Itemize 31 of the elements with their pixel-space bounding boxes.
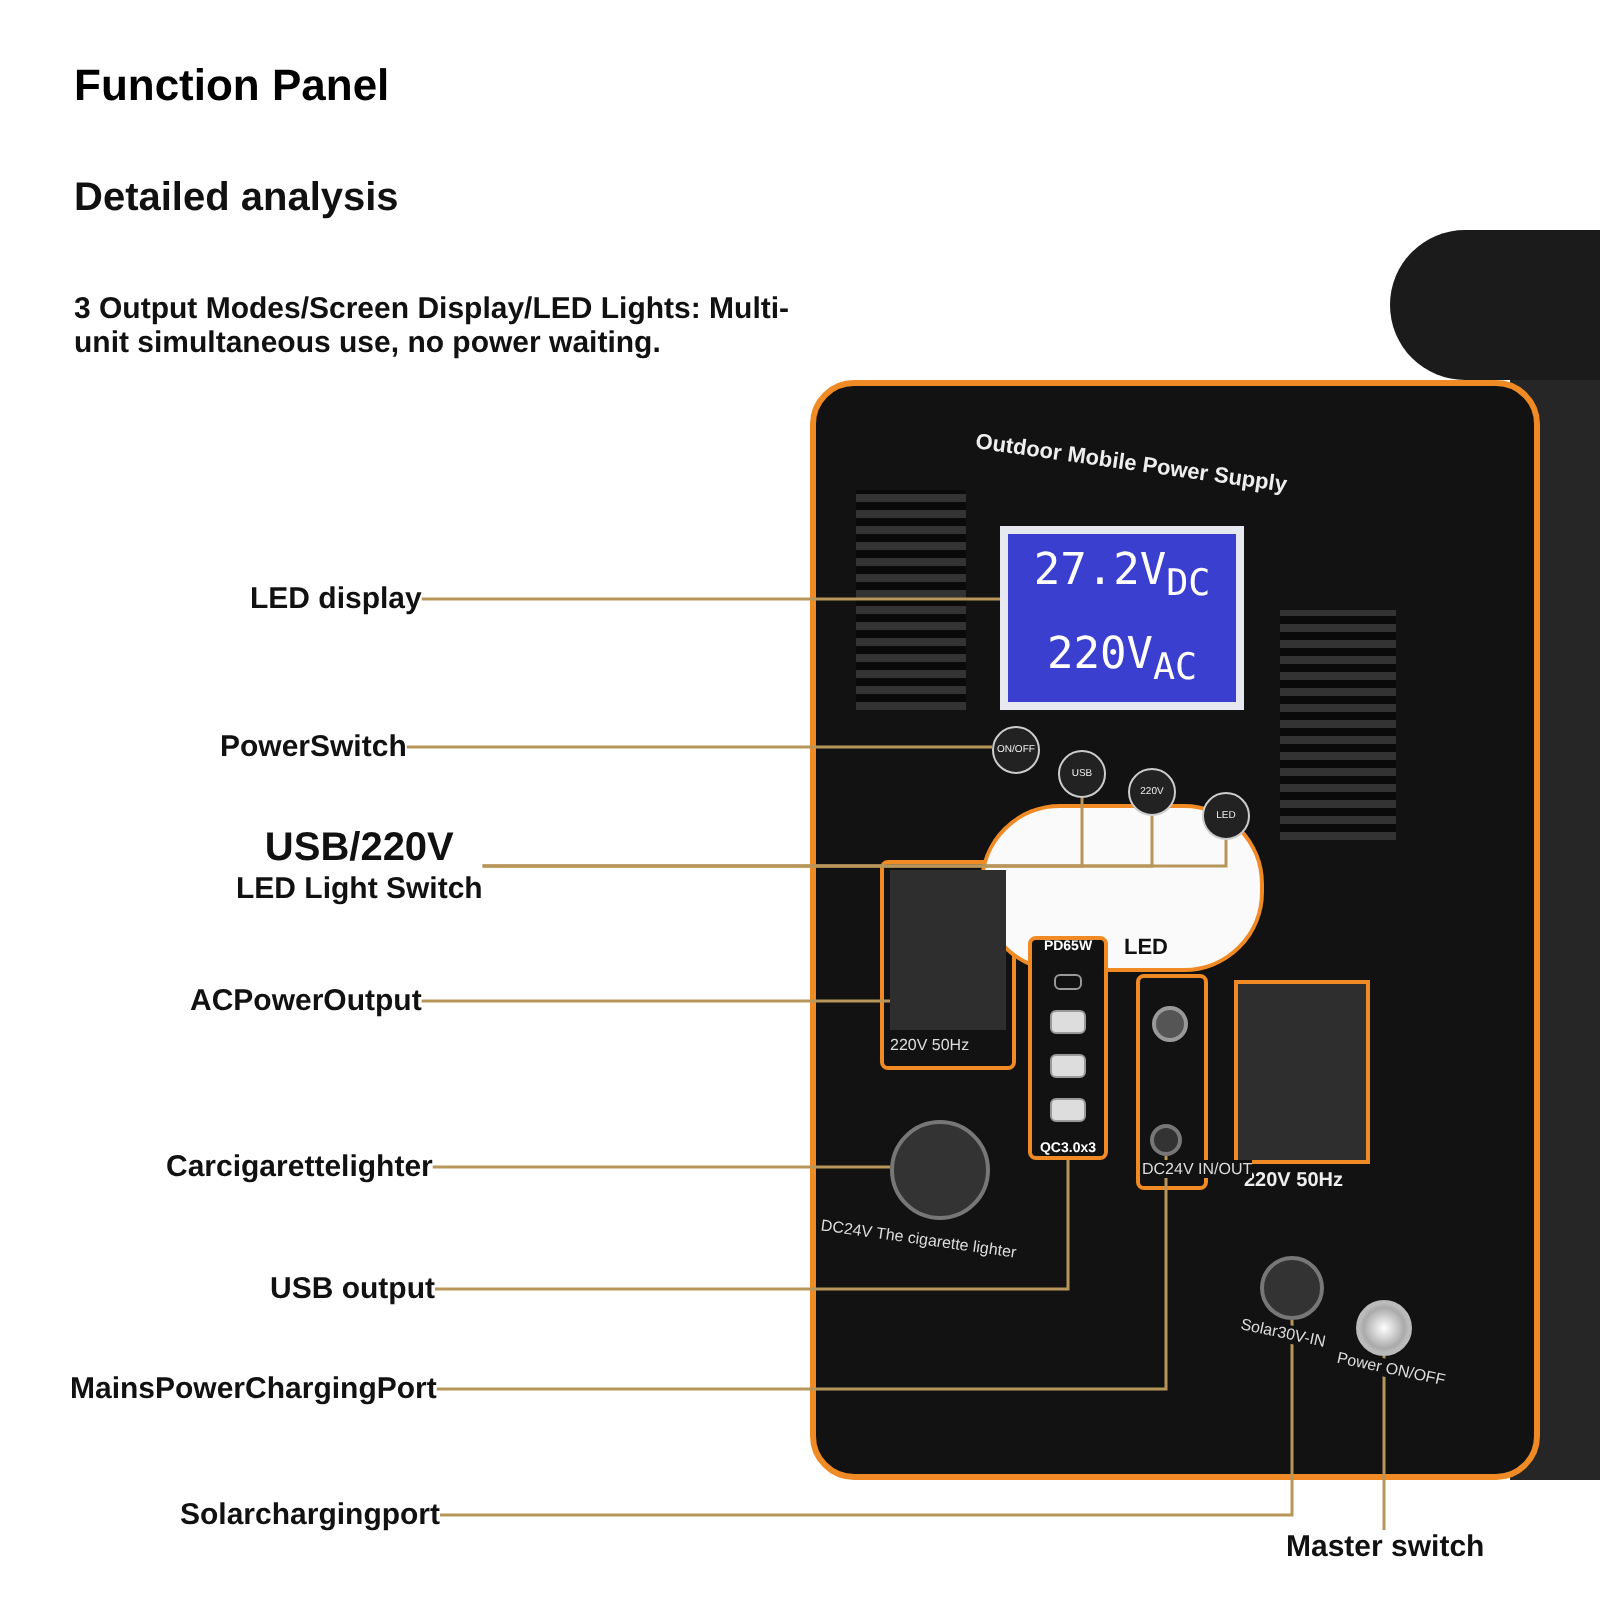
callout-label: Master switch [1286, 1530, 1485, 1564]
leader-line [436, 1156, 1168, 1391]
callout-label: ACPowerOutput [190, 984, 422, 1018]
lcd-display [1000, 526, 1244, 710]
callout-label: MainsPowerChargingPort [70, 1372, 437, 1406]
leader-line [432, 1165, 890, 1169]
description-text: 3 Output Modes/Screen Display/LED Lights: Multi-unit simultaneous use, no power waiting. [74, 292, 792, 360]
callout-label: USB output [270, 1272, 435, 1306]
callout-label: Solarchargingport [180, 1498, 441, 1532]
port-caption: 220V 50Hz [890, 1036, 970, 1054]
led-text: LED [1124, 936, 1168, 960]
leader-line [421, 999, 890, 1003]
display-reading: 220V$_{AC}$ [1046, 630, 1198, 690]
leader-line [1382, 1356, 1386, 1530]
usb-port-panel [1028, 936, 1108, 1160]
leader-line [482, 840, 1228, 868]
display-reading: 27.2V$_{DC}$ [1033, 546, 1211, 606]
callout-label: PowerSwitch [220, 730, 407, 764]
leader-line [440, 1320, 1294, 1517]
callout-label: USB/220V [264, 826, 454, 872]
device-title: Outdoor Mobile Power Supply [973, 430, 1289, 498]
leader-line [434, 1160, 1070, 1291]
callout-label: LED Light Switch [236, 872, 483, 906]
subtitle: Detailed analysis [74, 176, 399, 222]
ac-socket [890, 870, 1006, 1030]
leader-line [406, 745, 992, 749]
leader-line [421, 597, 1000, 601]
callout-label: LED display [250, 582, 422, 616]
port-caption: DC24V IN/OUT [1142, 1160, 1253, 1178]
title: Function Panel [74, 60, 390, 112]
callout-label: Carcigarettelighter [166, 1150, 433, 1184]
